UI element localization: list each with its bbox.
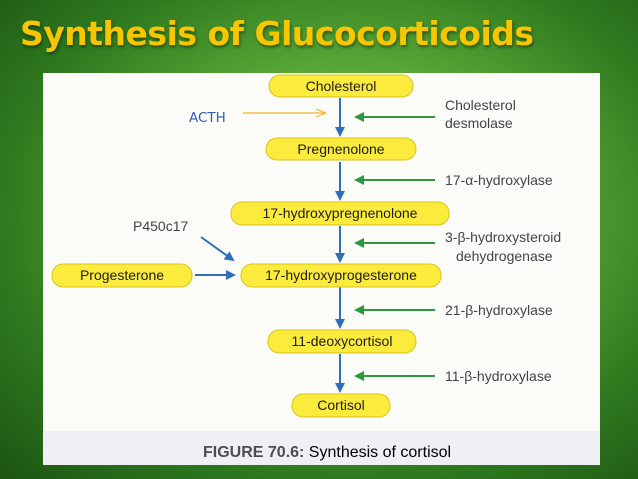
enzyme-label-4: 21-β-hydroxylase (445, 302, 553, 318)
node-cholesterol: Cholesterol (268, 74, 414, 98)
p450-label: P450c17 (133, 218, 188, 234)
node-label: 17-hydroxyprogesterone (265, 267, 417, 283)
enzyme-label-1a: Cholesterol (445, 97, 516, 113)
figure-caption: FIGURE 70.6: Synthesis of cortisol (203, 444, 451, 461)
node-label: Cortisol (317, 397, 364, 413)
node-17-hydroxyprogesterone: 17-hydroxyprogesterone (240, 263, 442, 288)
figure-panel: ACTH Cholesterol Pregnenolone 17-hydroxy… (43, 73, 600, 465)
node-label: Progesterone (80, 267, 164, 283)
node-progesterone: Progesterone (51, 263, 193, 288)
node-cortisol: Cortisol (291, 393, 391, 418)
enzyme-label-2: 17-α-hydroxylase (445, 172, 553, 188)
slide-title: Synthesis of Glucocorticoids (20, 14, 534, 53)
enzyme-label-1b: desmolase (445, 115, 513, 131)
caption-text: Synthesis of cortisol (304, 444, 451, 461)
node-pregnenolone: Pregnenolone (265, 137, 417, 161)
enzyme-arrows (354, 112, 435, 381)
pathway-diagram: ACTH Cholesterol Pregnenolone 17-hydroxy… (43, 74, 600, 465)
node-11-deoxycortisol: 11-deoxycortisol (267, 329, 417, 354)
node-label: 11-deoxycortisol (292, 333, 393, 349)
p450-arrow (200, 236, 235, 262)
node-label: Cholesterol (306, 78, 377, 94)
enzyme-label-3a: 3-β-hydroxysteroid (445, 229, 561, 245)
node-label: Pregnenolone (297, 141, 384, 157)
node-label: 17-hydroxypregnenolone (263, 205, 418, 221)
caption-label: FIGURE 70.6: (203, 444, 304, 461)
enzyme-label-5: 11-β-hydroxylase (445, 368, 552, 384)
enzyme-labels: Cholesterol desmolase 17-α-hydroxylase 3… (445, 97, 561, 384)
enzyme-label-3b: dehydrogenase (456, 248, 553, 264)
flow-arrows (195, 98, 345, 393)
acth-label: ACTH (189, 110, 226, 126)
node-17-hydroxypregnenolone: 17-hydroxypregnenolone (230, 201, 450, 226)
caption-bar (43, 431, 600, 465)
